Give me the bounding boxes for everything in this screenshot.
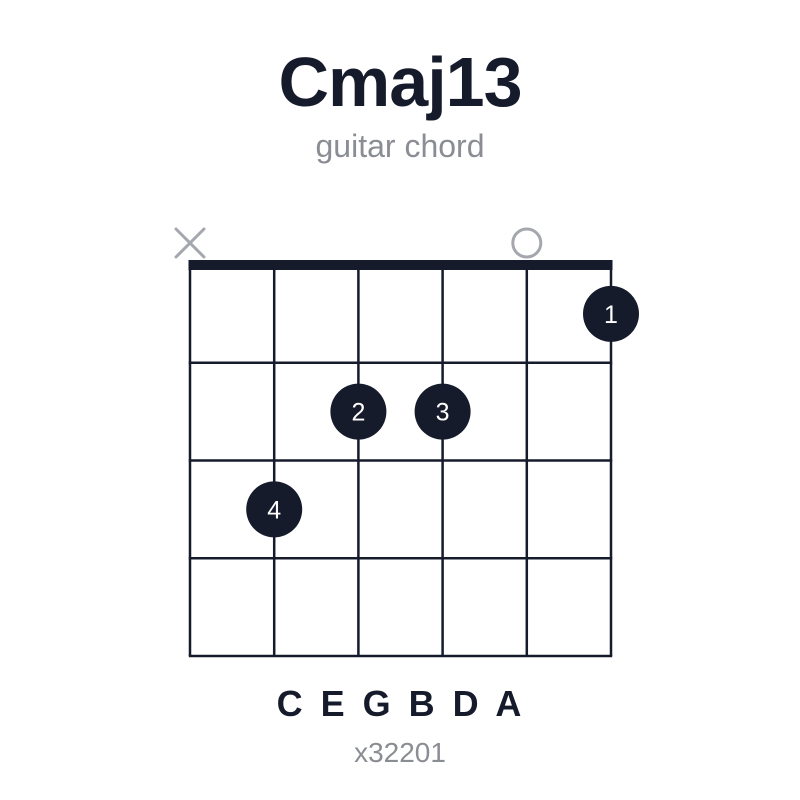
finger-dot [330,383,387,440]
finger-number-label: 2 [351,399,365,427]
nut [188,260,613,270]
chord-subtitle: guitar chord [315,128,485,164]
finger-number-label: 3 [436,399,450,427]
finger-dot [246,481,303,538]
finger-number-label: 1 [604,301,618,329]
finger-dot [583,285,639,342]
chord-title: Cmaj13 [278,43,522,121]
chord-notes: C E G B D A [276,683,524,724]
chord-fingering-code: x32201 [354,737,446,768]
finger-dot [414,383,471,440]
open-string-icon [511,227,543,259]
finger-number-label: 4 [267,496,281,524]
muted-string-icon [174,227,206,259]
